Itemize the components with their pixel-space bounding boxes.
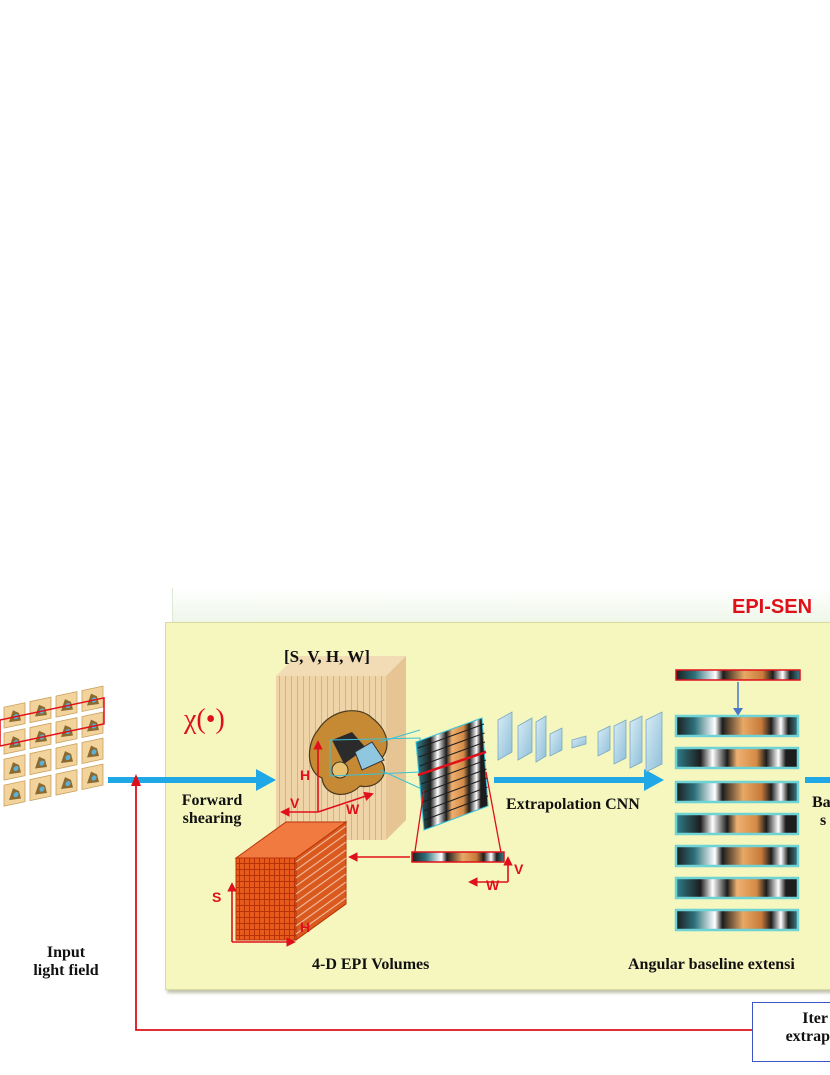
volume-axes (227, 882, 296, 947)
view-content-dot (39, 760, 45, 766)
extrapolation-cnn-label: Extrapolation CNN (506, 796, 640, 813)
axis-v2-label: V (514, 861, 524, 877)
extended-epi-strips (674, 714, 800, 932)
epi-stack-line (418, 732, 485, 758)
angular-baseline-label: Angular baseline extensi (628, 956, 795, 973)
view-content-dot (13, 792, 19, 798)
epi-stack-line (424, 795, 489, 821)
view-content-dot (65, 754, 71, 761)
epi-stack-line (419, 741, 486, 767)
epi-extract-lines (413, 771, 503, 859)
flow-arrow-input (108, 769, 276, 791)
view-content-dot (13, 766, 19, 772)
block-axes (280, 740, 374, 817)
flow-arrow-cnn (494, 769, 830, 791)
view-content-dot (91, 749, 97, 755)
sheared-volume-block (276, 656, 421, 840)
epi-axes (468, 856, 513, 887)
volume-stripe (295, 849, 347, 887)
volume-stripe (295, 865, 347, 903)
extended-epi-strip (674, 812, 800, 836)
epi-stack (415, 717, 489, 831)
extrapolation-cnn-layers (497, 711, 663, 773)
axis-w-label: W (346, 801, 360, 817)
axis-w2-label: W (486, 877, 500, 893)
extended-epi-strip (674, 876, 800, 900)
view-content-dot (91, 775, 97, 781)
volume-stripe (295, 889, 347, 927)
projection-lines (379, 729, 425, 791)
epi-stack-line (417, 723, 485, 749)
panel-title: EPI-SEN (732, 596, 813, 618)
single-epi-strip (411, 851, 505, 863)
epi-volumes-label: 4-D EPI Volumes (312, 956, 430, 973)
input-light-field-grid (0, 685, 105, 807)
volume-stripe (295, 857, 347, 895)
reference-epi (675, 669, 801, 681)
view-content-dot (65, 780, 71, 787)
axis-h2-label: H (300, 919, 311, 935)
extended-epi-strip (674, 780, 800, 804)
volume-dimensions: [S, V, H, W] (284, 647, 370, 666)
volume-stripe (295, 897, 347, 935)
epi-stack-line (421, 768, 487, 794)
axis-s-label: S (212, 889, 222, 905)
epi-stack-line (423, 786, 488, 812)
epi-stack-line (422, 777, 488, 803)
epi-volumes (234, 821, 348, 941)
volume-stripe (295, 881, 347, 919)
extended-epi-strip (674, 844, 800, 868)
extended-epi-strip (674, 746, 800, 770)
extended-epi-strip (674, 714, 800, 738)
panel-header-band (172, 588, 830, 624)
epi-stack-line (421, 759, 487, 785)
axis-v-label: V (290, 795, 300, 811)
volume-stripe (295, 841, 347, 879)
volume-stripe (295, 873, 347, 911)
iteration-loop (135, 784, 752, 1031)
volume-stripe (295, 833, 347, 871)
extended-epi-strip (674, 908, 800, 932)
volume-stripe (295, 825, 347, 863)
iteration-box (752, 1002, 830, 1062)
view-content-dot (39, 786, 45, 792)
chi-operator: χ(•) (184, 704, 225, 735)
axis-h-label: H (300, 767, 311, 783)
